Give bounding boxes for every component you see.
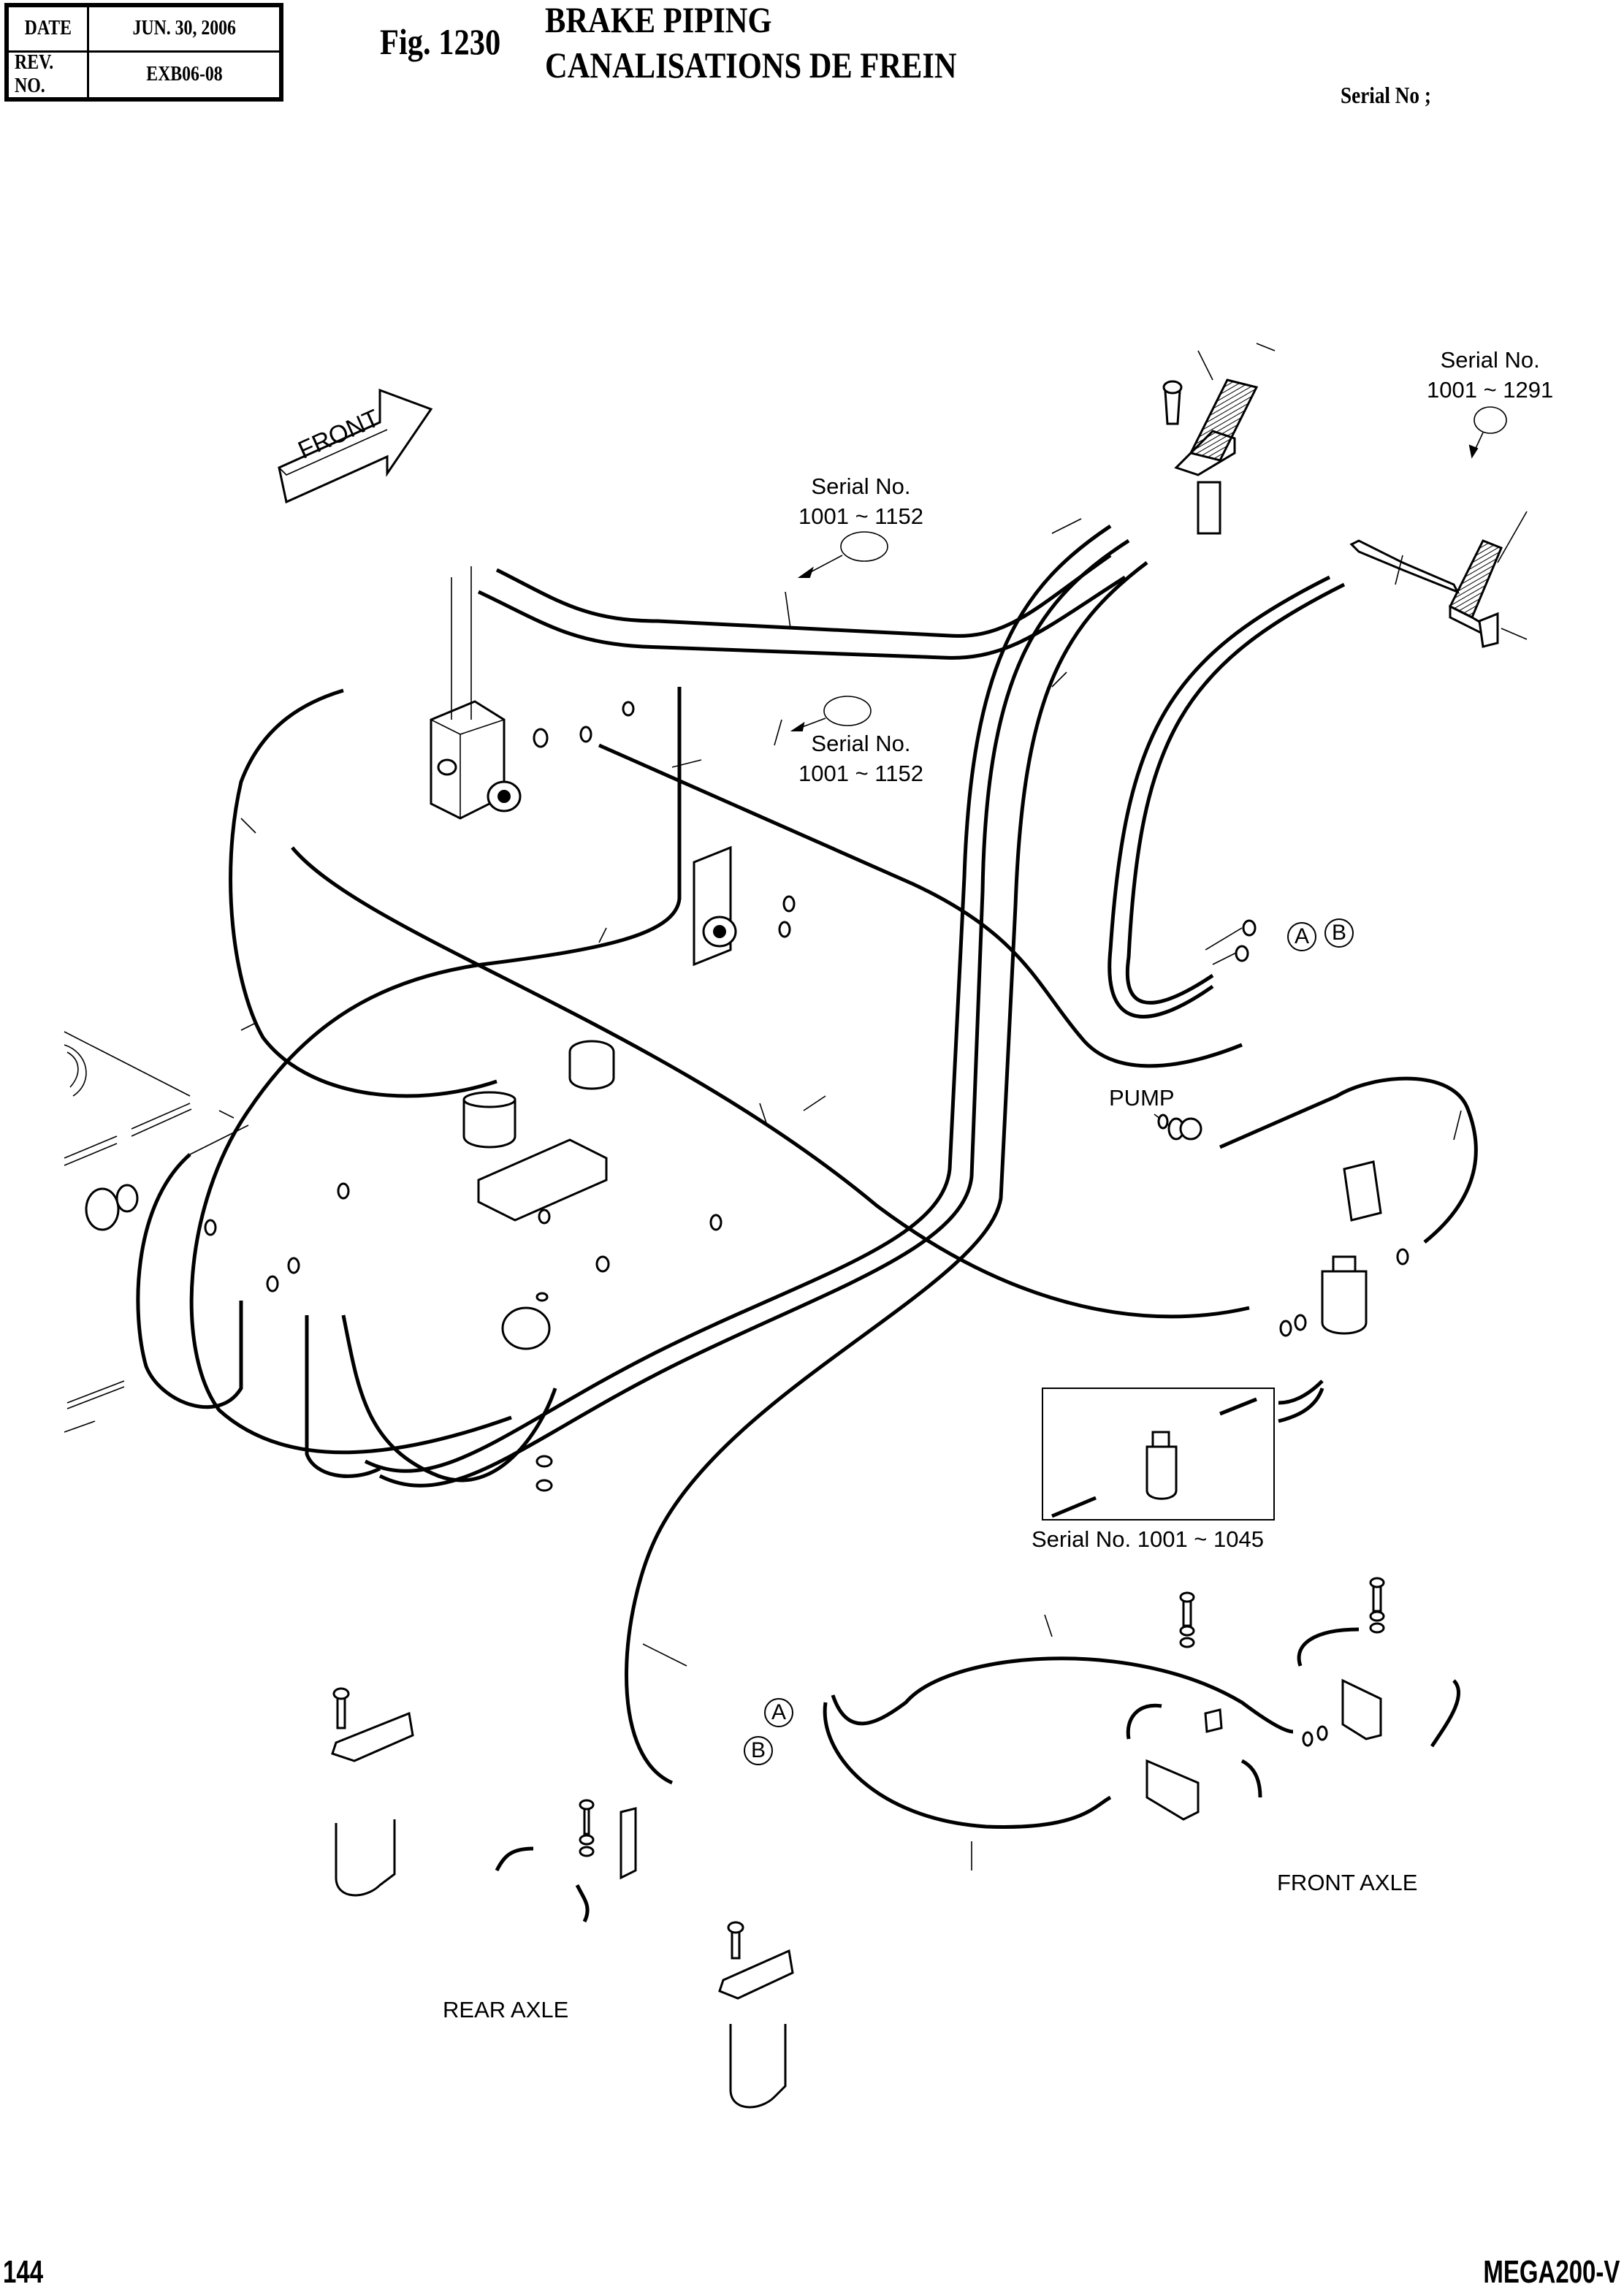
title-english: BRAKE PIPING xyxy=(545,0,772,40)
rev-value: EXB06-08 xyxy=(145,63,223,86)
serial-number-label: Serial No ; xyxy=(1341,82,1431,108)
connector-a-lower: A xyxy=(764,1698,793,1727)
serial-hose-upper-line1: Serial No. xyxy=(811,473,911,499)
connector-b-upper: B xyxy=(1324,918,1354,948)
pump-fitting xyxy=(1154,1114,1202,1141)
brake-pedal xyxy=(1162,378,1259,535)
model-name: MEGA200-V xyxy=(1482,2254,1620,2290)
second-valve-block xyxy=(693,845,737,967)
serial-hose-lower-line2: 1001 ~ 1152 xyxy=(798,761,923,786)
leader-lines xyxy=(240,343,1528,1870)
front-axle-parts xyxy=(1126,1577,1385,1821)
page-number: 144 xyxy=(3,2254,44,2290)
chassis-frame xyxy=(64,1031,249,1433)
brake-valve-block xyxy=(430,566,522,820)
pump-filter xyxy=(1321,1160,1382,1335)
info-box: DATE JUN. 30, 2006 REV. NO. EXB06-08 xyxy=(4,3,283,102)
serial-hose-lower-callout: Serial No. 1001 ~ 1152 xyxy=(798,728,923,788)
serial-hose-upper-line2: 1001 ~ 1152 xyxy=(798,503,923,529)
brake-hoses xyxy=(136,524,1478,1829)
callout-ellipse-upper xyxy=(840,531,888,562)
serial-pedal-line2: 1001 ~ 1291 xyxy=(1427,377,1554,403)
rear-axle-parts xyxy=(331,1687,794,2109)
front-arrow-icon xyxy=(278,388,433,504)
serial-pedal-callout: Serial No. 1001 ~ 1291 xyxy=(1427,345,1553,405)
serial-hose-upper-callout: Serial No. 1001 ~ 1152 xyxy=(798,471,923,531)
rev-label: REV. NO. xyxy=(15,52,54,98)
date-value: JUN. 30, 2006 xyxy=(132,17,236,40)
title-french: CANALISATIONS DE FREIN xyxy=(545,45,957,85)
pump-label: PUMP xyxy=(1109,1085,1175,1111)
connector-a-upper: A xyxy=(1287,922,1316,951)
serial-callouts xyxy=(790,406,1507,1405)
fittings xyxy=(204,701,1409,1857)
accumulators xyxy=(462,1040,615,1350)
brake-pedal-alt xyxy=(1349,539,1503,648)
figure-number: Fig. 1230 xyxy=(380,21,501,62)
callout-ellipse-lower xyxy=(823,696,872,726)
rear-axle-label: REAR AXLE xyxy=(443,1997,569,2022)
serial-filter-inset-label: Serial No. 1001 ~ 1045 xyxy=(1032,1526,1264,1552)
filter-inset xyxy=(1042,1388,1324,1521)
serial-pedal-line1: Serial No. xyxy=(1440,347,1540,373)
connector-b-lower: B xyxy=(744,1736,773,1765)
date-label: DATE xyxy=(24,17,72,40)
callout-ellipse-pedal xyxy=(1474,406,1507,434)
front-axle-label: FRONT AXLE xyxy=(1277,1870,1418,1895)
serial-hose-lower-line1: Serial No. xyxy=(811,731,911,756)
